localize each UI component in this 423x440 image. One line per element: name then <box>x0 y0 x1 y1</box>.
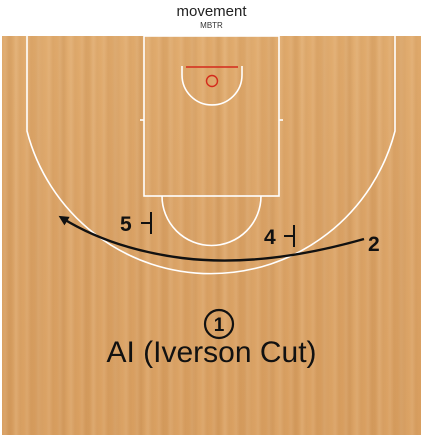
screen-marker-5 <box>141 212 152 234</box>
rim <box>205 74 219 88</box>
diagram-title: movement <box>176 3 247 20</box>
half-court: 5 4 2 1 <box>2 36 421 435</box>
court-lines <box>26 36 396 275</box>
three-point-line <box>26 36 396 275</box>
diagram-header: movement MBTR <box>0 0 423 36</box>
free-throw-circle <box>161 195 262 247</box>
diagram-subtitle: MBTR <box>200 21 223 30</box>
paint-lane <box>143 36 280 197</box>
cut-path-arrow <box>58 215 365 262</box>
screen-marker-4 <box>284 225 295 247</box>
play-caption: AI (Iverson Cut) <box>106 336 317 369</box>
restricted-area <box>181 66 243 106</box>
player-1-label: 1 <box>214 315 225 336</box>
player-2-label: 2 <box>368 233 380 256</box>
court-svg: 5 4 2 1 <box>26 36 396 340</box>
player-4-label: 4 <box>264 226 276 249</box>
player-1-ball-circle <box>203 308 235 340</box>
player-5-label: 5 <box>120 213 132 236</box>
